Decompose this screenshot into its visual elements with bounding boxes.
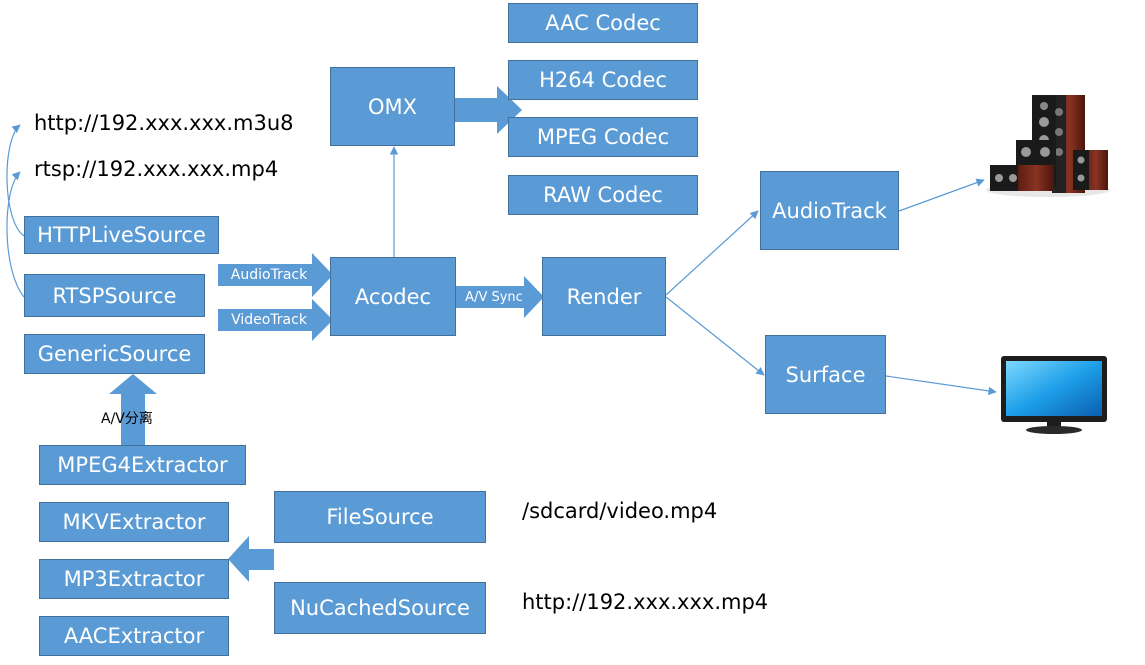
httplive-to-m3u8-curve	[6, 124, 25, 237]
surface-box: Surface	[765, 335, 886, 414]
mkvextractor-box: MKVExtractor	[39, 502, 229, 542]
httplivesource-box: HTTPLiveSource	[24, 216, 219, 254]
mpeg-codec-box: MPEG Codec	[508, 117, 698, 157]
videotrack-arrow-label: VideoTrack	[231, 312, 307, 328]
surface-to-monitor-line	[885, 375, 997, 396]
block-arrows	[109, 86, 544, 582]
h264-codec-box: H264 Codec	[508, 60, 698, 100]
avsync-arrow-label: A/V Sync	[465, 289, 523, 305]
nucachedsource-box: NuCachedSource	[274, 582, 486, 634]
render-box: Render	[542, 257, 666, 336]
audiotrack-to-speakers-line	[898, 178, 985, 212]
render-to-surface-line	[665, 296, 765, 376]
rtsp-to-rtspurl-curve	[6, 171, 25, 298]
aacextractor-box: AACExtractor	[39, 616, 229, 656]
m3u8-url-label: http://192.xxx.xxx.m3u8	[34, 111, 294, 135]
http-mp4-url-label: http://192.xxx.xxx.mp4	[522, 590, 769, 614]
mpeg4extractor-box: MPEG4Extractor	[39, 445, 246, 485]
audiotrack-box: AudioTrack	[760, 171, 899, 250]
extractor-to-generic-arrow	[109, 374, 157, 445]
omx-box: OMX	[330, 67, 455, 146]
av-demux-label: A/V分离	[101, 411, 153, 427]
audiotrack-arrow-label: AudioTrack	[230, 267, 308, 283]
monitor-icon	[1001, 356, 1107, 434]
speaker-system-icon	[986, 95, 1110, 197]
rtspsource-box: RTSPSource	[24, 274, 205, 317]
rtsp-url-label: rtsp://192.xxx.xxx.mp4	[34, 157, 279, 181]
avsync-block-arrow	[456, 276, 544, 318]
render-to-audiotrack-line	[665, 210, 759, 296]
filesource-box: FileSource	[274, 491, 486, 543]
omx-to-codecs-arrow	[454, 86, 522, 134]
acodec-box: Acodec	[330, 257, 456, 336]
mp3extractor-box: MP3Extractor	[39, 559, 229, 599]
raw-codec-box: RAW Codec	[508, 175, 698, 215]
videotrack-block-arrow	[218, 299, 333, 341]
sdcard-path-label: /sdcard/video.mp4	[522, 499, 718, 523]
genericsource-box: GenericSource	[24, 334, 205, 374]
audiotrack-block-arrow	[218, 253, 333, 297]
connectors	[6, 124, 997, 396]
aac-codec-box: AAC Codec	[508, 3, 698, 43]
source-to-extractor-arrow	[228, 536, 274, 582]
